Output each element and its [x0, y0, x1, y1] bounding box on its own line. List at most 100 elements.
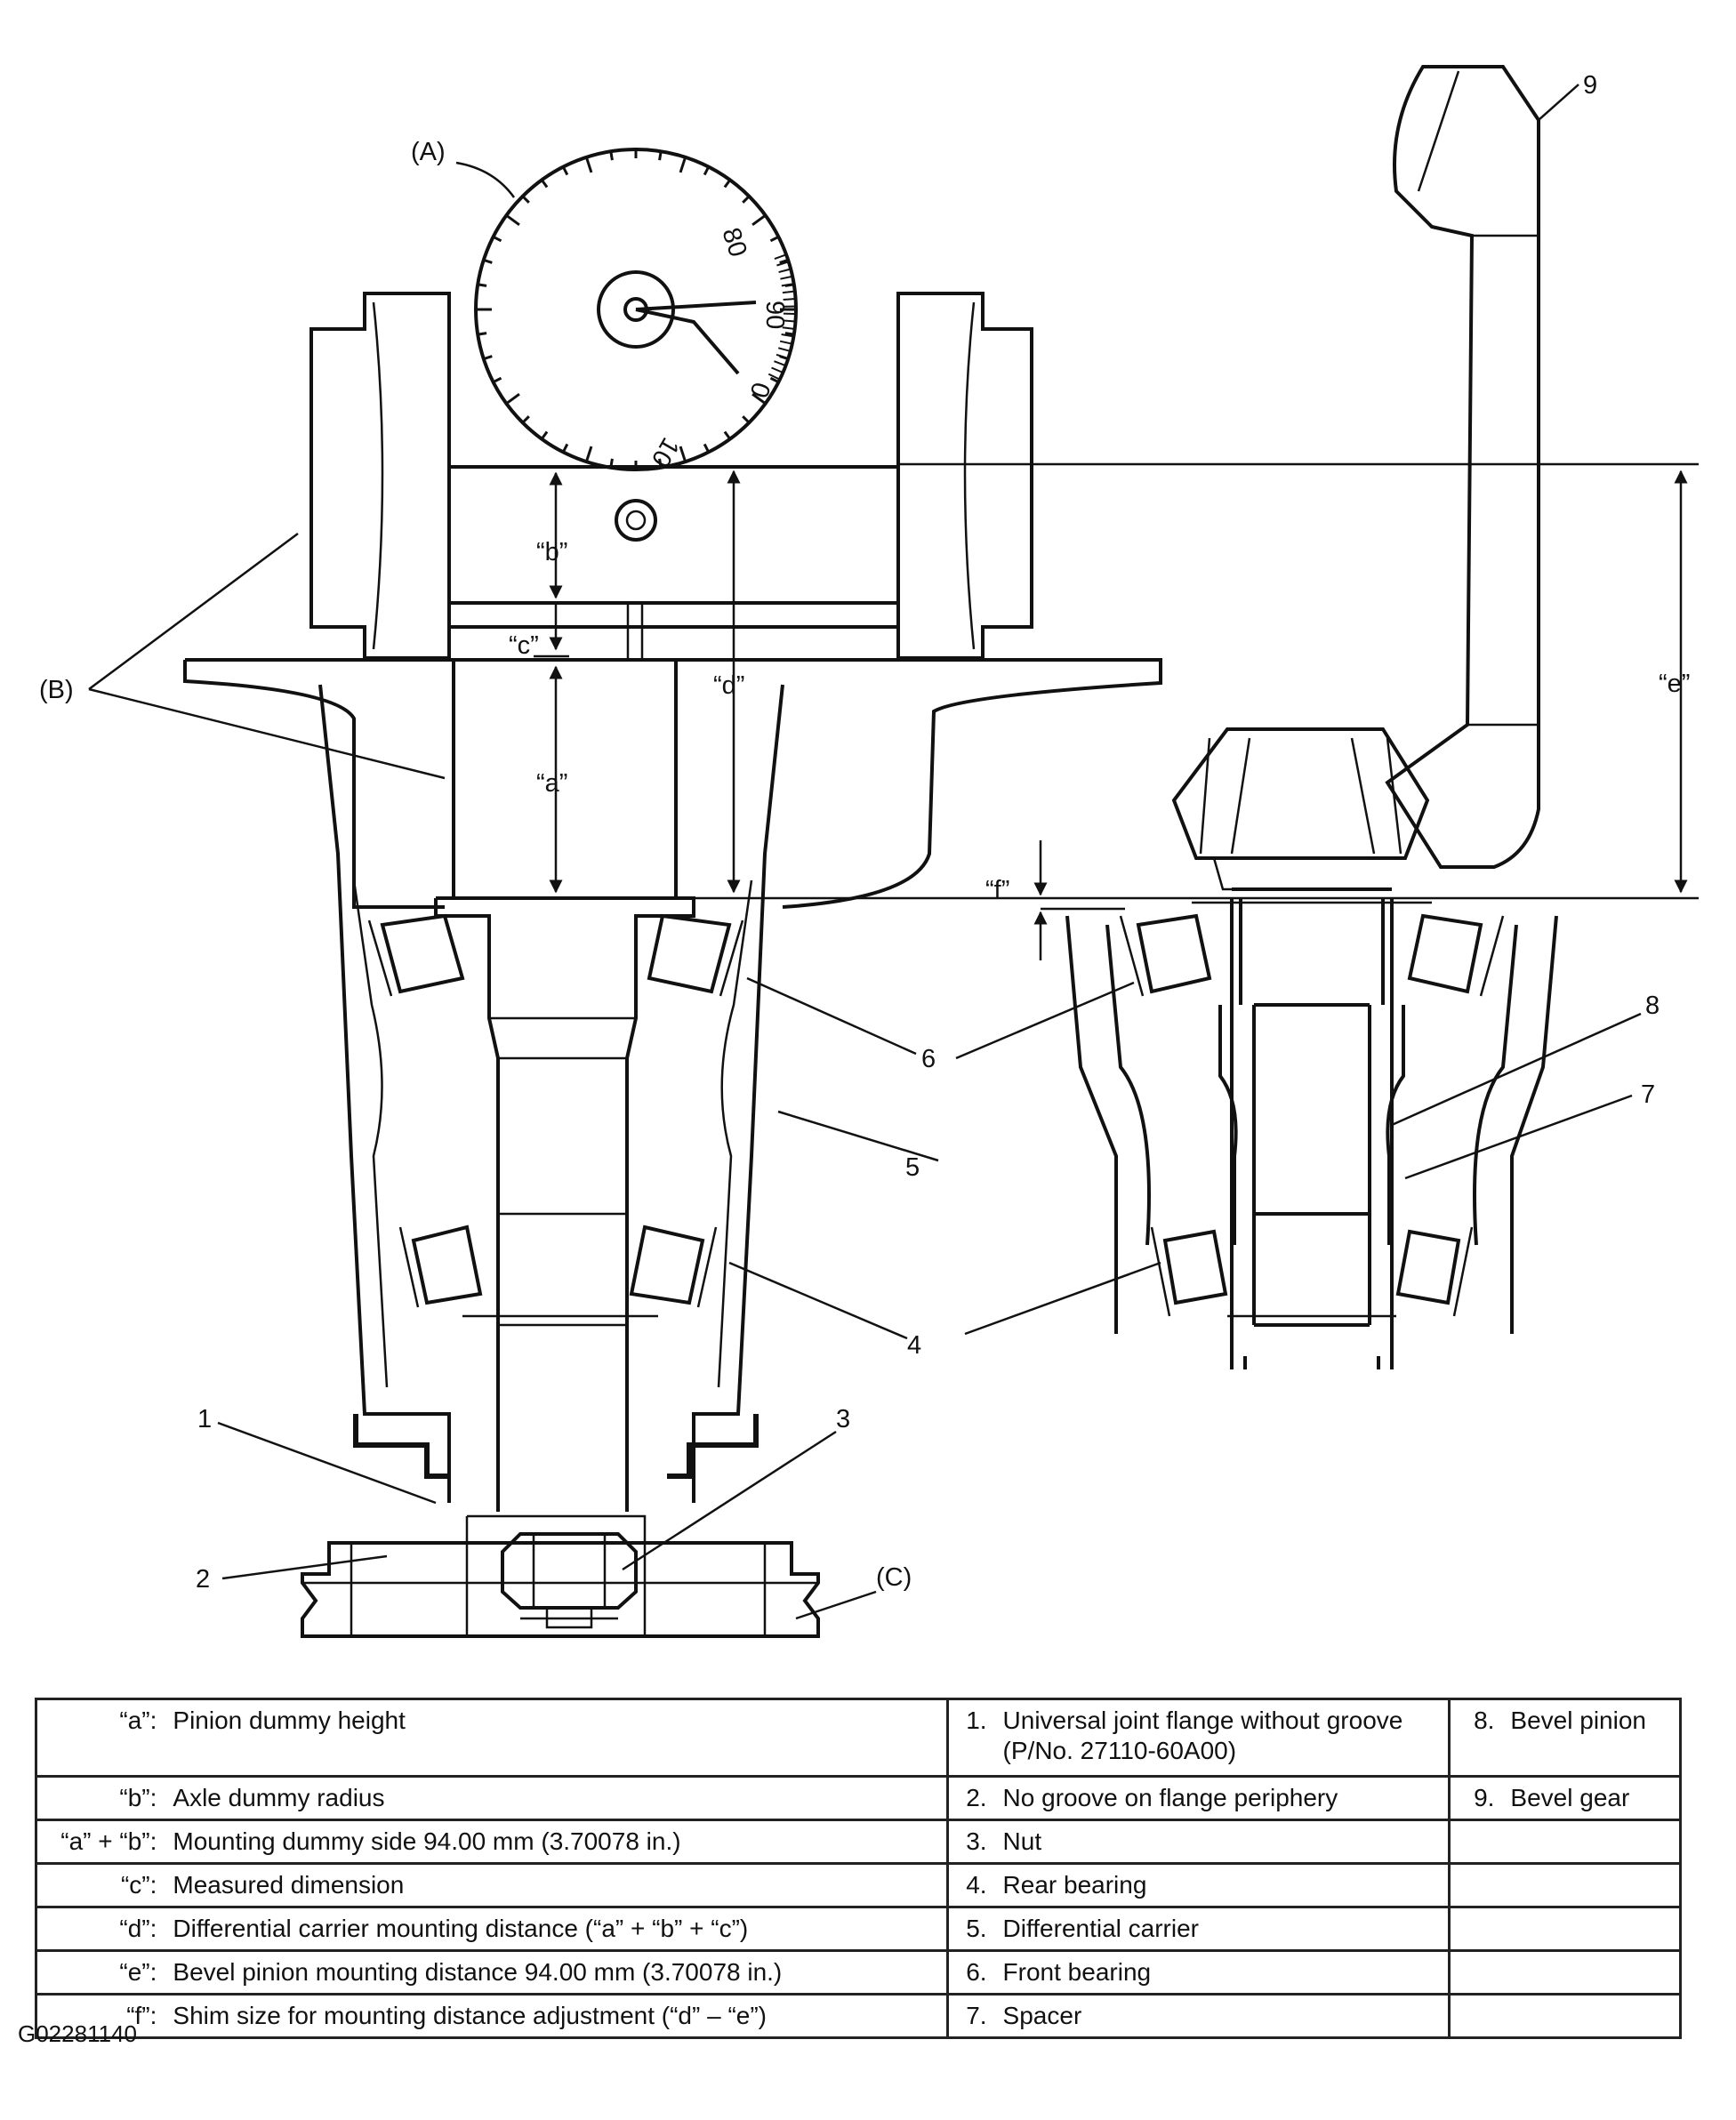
front-bearing-left: [367, 913, 744, 997]
legend-description: Shim size for mounting distance adjustme…: [160, 1993, 949, 2039]
label-f: “f”: [985, 876, 1009, 904]
legend-part-number-2: [1448, 1862, 1499, 1908]
dial-tick: [477, 332, 487, 336]
legend-description: Differential carrier mounting distance (…: [160, 1906, 949, 1952]
dial-tick: [521, 415, 530, 424]
legend-part-number-2: [1448, 1906, 1499, 1952]
dial-fine-tick: [781, 333, 794, 338]
label-6: 6: [921, 1045, 936, 1073]
legend-part-number: 7.: [945, 1993, 991, 2039]
label-C: (C): [876, 1563, 912, 1592]
dial-tick: [658, 458, 663, 469]
dial-fine-tick: [783, 319, 796, 323]
legend-part-name: Universal joint flange without groove (P…: [990, 1698, 1451, 1778]
dial-fine-tick: [776, 261, 790, 267]
legend-row: “e”:Bevel pinion mounting distance 94.00…: [35, 1949, 1683, 1996]
legend-key: “f”:: [35, 1993, 161, 2039]
dial-fine-tick: [778, 268, 792, 274]
front-bearing-right: [1119, 901, 1505, 997]
legend-part-number-2: [1448, 1819, 1499, 1865]
dial-mark-80: 80: [716, 224, 751, 261]
label-e: “e”: [1659, 670, 1690, 698]
legend-part-name: Front bearing: [990, 1949, 1451, 1996]
legend-part-number-2: 8.: [1448, 1698, 1499, 1778]
legend-part-name-2: [1498, 1993, 1683, 2039]
legend-key: “c”:: [35, 1862, 161, 1908]
dial-tick: [742, 415, 751, 424]
label-1: 1: [197, 1405, 212, 1433]
legend-part-number: 3.: [945, 1819, 991, 1865]
dial-fine-tick: [782, 290, 795, 294]
dial-tick: [505, 213, 520, 226]
legend-row: “d”:Differential carrier mounting distan…: [35, 1906, 1683, 1952]
dial-tick: [483, 258, 493, 264]
legend-part-number-2: [1448, 1949, 1499, 1996]
label-b: “b”: [536, 538, 567, 566]
legend-part-name-2: Bevel gear: [1498, 1775, 1683, 1821]
legend-key: “a”:: [35, 1698, 161, 1778]
dial-tick: [492, 235, 502, 243]
dial-tick: [703, 443, 711, 454]
legend-part-name-2: Bevel pinion: [1498, 1698, 1683, 1778]
legend-row: “f”:Shim size for mounting distance adju…: [35, 1993, 1683, 2039]
label-a: “a”: [536, 769, 567, 798]
dial-tick: [561, 165, 569, 176]
legend-key: “d”:: [35, 1906, 161, 1952]
labels: (A) (B) (C) 9 “b” “c” “d” “a” “e” “f” 6 …: [39, 71, 1690, 1594]
legend-part-name: No groove on flange periphery: [990, 1775, 1451, 1821]
legend-part-name: Spacer: [990, 1993, 1451, 2039]
label-8: 8: [1645, 992, 1660, 1020]
label-A: (A): [411, 138, 446, 166]
legend-part-number: 4.: [945, 1862, 991, 1908]
figure-code: G02281140: [18, 2020, 137, 2047]
dial-fine-tick: [782, 326, 795, 330]
label-B: (B): [39, 676, 74, 704]
legend-part-name: Nut: [990, 1819, 1451, 1865]
dial-tick: [703, 165, 711, 176]
nut: [501, 1532, 638, 1629]
legend-part-name-2: [1498, 1906, 1683, 1952]
label-3: 3: [836, 1405, 850, 1433]
legend-part-name-2: [1498, 1862, 1683, 1908]
dial-tick: [723, 430, 732, 440]
dial-tick: [779, 258, 789, 264]
bevel-gear: [1385, 65, 1540, 869]
bevel-pinion-shaft: [1230, 887, 1394, 1356]
legend-part-name-2: [1498, 1819, 1683, 1865]
legend-part-name: Rear bearing: [990, 1862, 1451, 1908]
left-assembly: [183, 292, 1162, 1638]
dial-tick: [561, 443, 569, 454]
label-7: 7: [1641, 1080, 1655, 1109]
dial-tick: [679, 446, 687, 462]
differential-carrier-left: [318, 684, 784, 1503]
dial-fine-tick: [768, 373, 781, 381]
label-2: 2: [196, 1565, 210, 1594]
dial-tick: [609, 458, 614, 469]
dial-tick: [723, 179, 732, 189]
dial-tick: [540, 179, 549, 189]
bevel-pinion-head: [1171, 727, 1430, 860]
legend-description: Measured dimension: [160, 1862, 949, 1908]
oil-seal-left: [353, 1414, 759, 1479]
legend-key: “a” + “b”:: [35, 1819, 161, 1865]
label-4: 4: [907, 1331, 921, 1360]
dial-tick: [609, 150, 614, 161]
dial-tick: [521, 195, 530, 204]
rear-bearing-left: [398, 1225, 718, 1318]
legend-part-number-2: 9.: [1448, 1775, 1499, 1821]
legend-part-name-2: [1498, 1949, 1683, 1996]
axle-dummy-bar: [449, 465, 898, 629]
dial-fine-tick: [774, 360, 786, 367]
label-5: 5: [905, 1153, 920, 1182]
pinion-shaft-left: [434, 896, 695, 1512]
legend-part-number: 6.: [945, 1949, 991, 1996]
legend-description: Pinion dummy height: [160, 1698, 949, 1778]
dial-fine-tick: [777, 347, 792, 352]
dial-tick: [769, 235, 780, 243]
rear-bearing-right: [1150, 1226, 1474, 1318]
carrier-inner-wall: [352, 879, 753, 1388]
legend-part-number: 2.: [945, 1775, 991, 1821]
